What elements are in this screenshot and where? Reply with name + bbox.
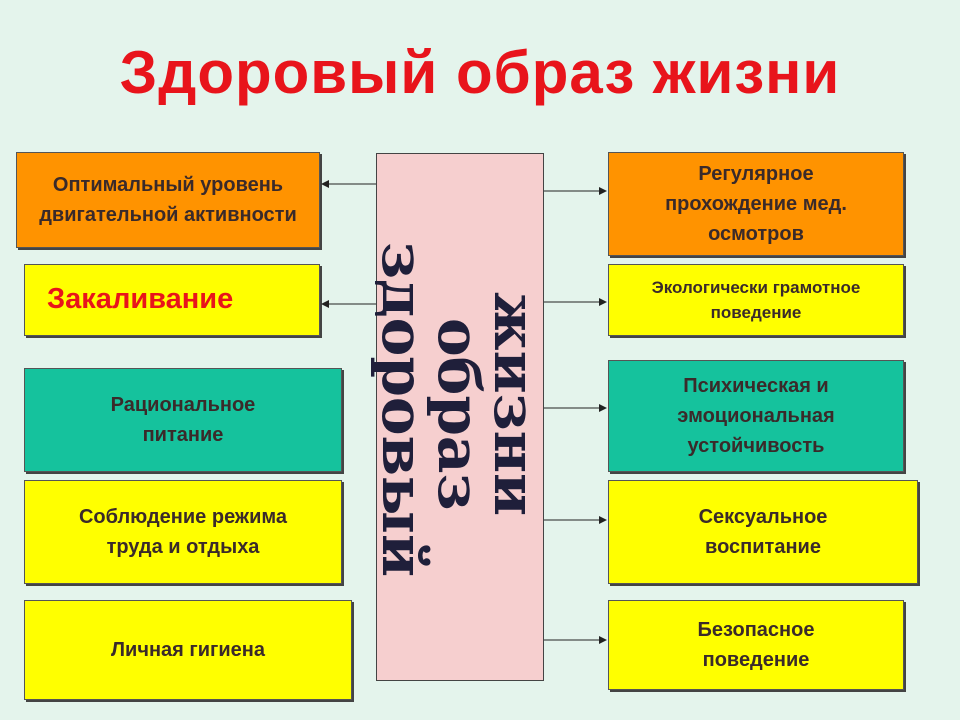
right-box-ecology: Экологически грамотное поведение: [608, 264, 904, 336]
left-box-work-rest: Соблюдение режима труда и отдыха: [24, 480, 342, 584]
left-box-hardening: Закаливание: [24, 264, 320, 336]
right-box-sex-education: Сексуальное воспитание: [608, 480, 918, 584]
left-box-label: Закаливание: [47, 283, 234, 316]
right-box-safe-behavior: Безопасное поведение: [608, 600, 904, 690]
left-box-nutrition: Рациональное питание: [24, 368, 342, 472]
center-column: здоровый образ жизни: [369, 153, 549, 681]
left-box-label: Соблюдение режима труда и отдыха: [78, 506, 288, 558]
right-box-label: Сексуальное воспитание: [698, 506, 828, 558]
center-word-life: жизни: [481, 291, 549, 517]
right-box-medical-checkups: Регулярное прохождение мед. осмотров: [608, 152, 904, 256]
left-box-motor-activity: Оптимальный уровень двигательной активно…: [16, 152, 320, 248]
left-box-label: Рациональное питание: [110, 394, 256, 446]
left-box-hygiene: Личная гигиена: [24, 600, 352, 700]
left-box-label: Оптимальный уровень двигательной активно…: [39, 174, 297, 226]
center-word-way: образ: [425, 317, 493, 511]
right-box-label: Психическая и эмоциональная устойчивость: [677, 375, 835, 457]
right-box-emotional-stability: Психическая и эмоциональная устойчивость: [608, 360, 904, 472]
right-box-label: Экологически грамотное поведение: [651, 277, 861, 323]
left-box-label: Личная гигиена: [111, 639, 265, 661]
center-word-healthy: здоровый: [369, 242, 437, 578]
right-box-label: Регулярное прохождение мед. осмотров: [665, 163, 847, 245]
page-title: Здоровый образ жизни: [119, 39, 841, 106]
right-box-label: Безопасное поведение: [697, 619, 815, 671]
